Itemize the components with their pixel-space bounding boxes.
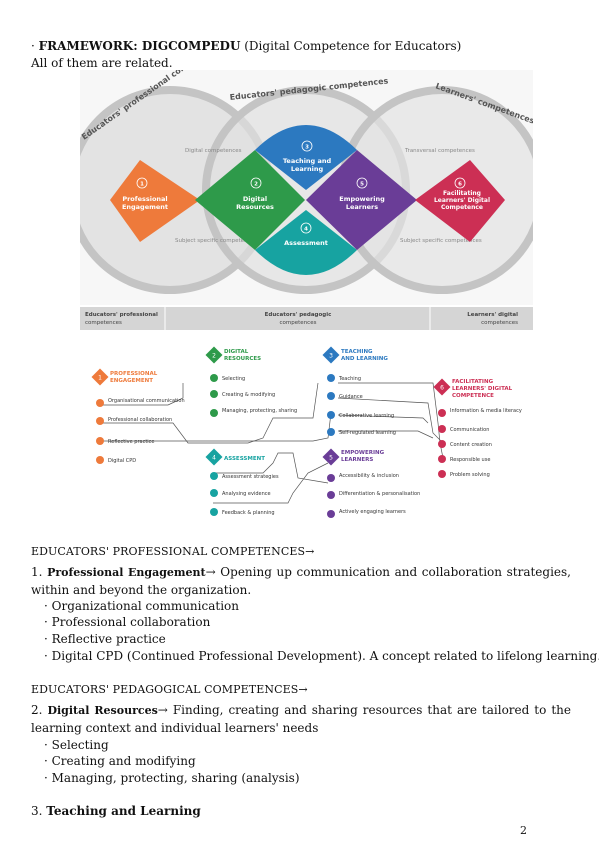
svg-text:Guidance: Guidance	[339, 394, 363, 400]
svg-text:Responsible use: Responsible use	[450, 457, 490, 463]
list-item: · Professional collaboration	[44, 615, 211, 629]
column-assessment: 4 ASSESSMENT Assessment strategies Analy…	[205, 448, 279, 516]
paragraph-digital-resources: 2. Digital Resources→ Finding, creating …	[31, 703, 571, 735]
svg-text:3: 3	[305, 145, 309, 151]
svg-text:Selecting: Selecting	[222, 376, 245, 382]
svg-text:Organisational communication: Organisational communication	[108, 398, 185, 404]
svg-text:3: 3	[329, 353, 333, 360]
svg-text:4: 4	[304, 227, 308, 233]
svg-text:6: 6	[458, 182, 462, 188]
framework-heading: · FRAMEWORK: DIGCOMPEDU (Digital Compete…	[31, 39, 462, 53]
page-number: 2	[520, 824, 527, 837]
svg-text:ASSESSMENT: ASSESSMENT	[224, 456, 265, 462]
svg-text:Information & media literacy: Information & media literacy	[450, 408, 522, 414]
transversal-label: Transversal competences	[404, 148, 475, 154]
list-item: · Managing, protecting, sharing (analysi…	[44, 771, 300, 785]
svg-text:Digital CPD: Digital CPD	[108, 458, 136, 464]
list-item: · Selecting	[44, 738, 109, 752]
list-item: · Organizational communication	[44, 599, 239, 613]
subject-specific-right-label: Subject specific competences	[400, 238, 482, 244]
svg-text:Self-regulated learning: Self-regulated learning	[339, 430, 396, 436]
svg-text:1: 1	[98, 375, 102, 382]
assessment-shape	[255, 210, 357, 275]
svg-text:2: 2	[212, 353, 216, 360]
digcompedu-overview-figure: Educators' professional competences Educ…	[80, 70, 533, 330]
teaching-learning-shape	[255, 125, 357, 190]
svg-text:Differentiation & personalisat: Differentiation & personalisation	[339, 491, 420, 497]
digital-competences-label: Digital competences	[185, 148, 242, 154]
section-heading-professional: EDUCATORS' PROFESSIONAL COMPETENCES→	[31, 545, 315, 558]
list-item: · Creating and modifying	[44, 754, 196, 768]
paragraph-professional-engagement: 1. Professional Engagement→ Opening up c…	[31, 565, 571, 597]
related-note: All of them are related.	[31, 56, 173, 70]
svg-text:1: 1	[140, 182, 144, 188]
svg-text:Professional collaboration: Professional collaboration	[108, 417, 172, 423]
svg-text:Accessibility & inclusion: Accessibility & inclusion	[339, 473, 399, 479]
svg-text:5: 5	[329, 455, 333, 462]
svg-text:Teaching: Teaching	[338, 376, 361, 382]
paragraph-teaching-learning: 3. Teaching and Learning	[31, 804, 201, 818]
svg-text:Assessment strategies: Assessment strategies	[222, 474, 279, 480]
svg-text:Problem solving: Problem solving	[450, 472, 490, 478]
svg-text:Feedback & planning: Feedback & planning	[222, 510, 275, 516]
digital-resources-shape	[195, 150, 305, 250]
subject-specific-label: Subject specific competences	[175, 238, 257, 244]
svg-text:Communication: Communication	[450, 427, 489, 433]
svg-text:6: 6	[440, 385, 444, 392]
empowering-learners-shape	[306, 150, 417, 250]
svg-text:Collaborative learning: Collaborative learning	[339, 413, 394, 419]
professional-engagement-shape	[110, 160, 200, 242]
svg-text:5: 5	[360, 182, 364, 188]
svg-text:Actively engaging learners: Actively engaging learners	[339, 509, 406, 515]
svg-text:4: 4	[212, 455, 216, 462]
list-item: · Reflective practice	[44, 632, 166, 646]
svg-text:2: 2	[254, 182, 258, 188]
section-heading-pedagogical: EDUCATORS' PEDAGOGICAL COMPETENCES→	[31, 683, 308, 696]
svg-text:Content creation: Content creation	[450, 442, 492, 448]
svg-text:Managing, protecting, sharing: Managing, protecting, sharing	[222, 408, 297, 414]
svg-text:Reflective practice: Reflective practice	[108, 439, 155, 445]
list-item: · Digital CPD (Continued Professional De…	[44, 649, 599, 663]
label-assessment: Assessment	[284, 239, 328, 247]
svg-text:Creating & modifying: Creating & modifying	[222, 392, 275, 398]
svg-text:Analysing evidence: Analysing evidence	[222, 491, 271, 497]
framework-name: FRAMEWORK: DIGCOMPEDU	[38, 39, 241, 53]
facilitating-learners-shape	[415, 160, 505, 242]
competence-bar	[80, 307, 533, 330]
